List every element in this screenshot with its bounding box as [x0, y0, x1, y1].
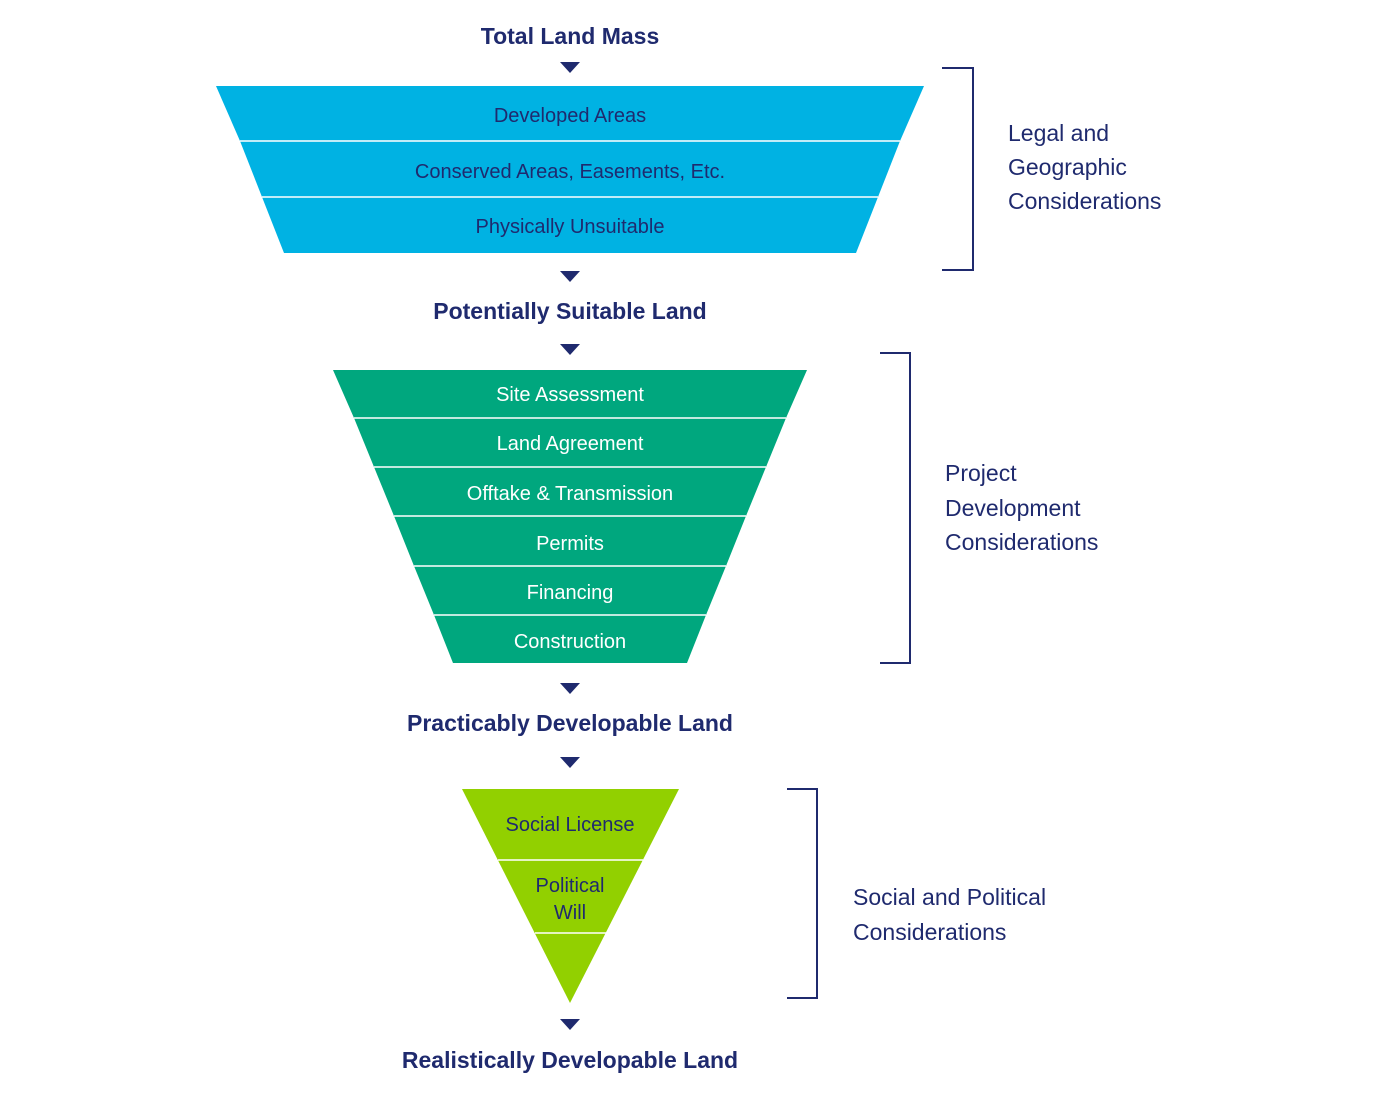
funnel-band-permits — [394, 516, 746, 566]
band-label-permits: Permits — [536, 533, 604, 555]
stage-realistically-developable-land: Realistically Developable Land — [402, 1047, 738, 1073]
funnel-band-financing — [414, 566, 726, 615]
legal-geographic-funnel: Developed Areas Conserved Areas, Easemen… — [216, 86, 924, 253]
funnel-band-land-agreement — [354, 418, 786, 467]
group-label-project-line1: Project — [945, 460, 1017, 486]
funnel-band-offtake-transmission — [374, 467, 766, 516]
band-label-offtake-transmission: Offtake & Transmission — [467, 483, 673, 505]
group-label-social-line1: Social and Political — [853, 884, 1046, 910]
funnel-band-developed-areas — [216, 86, 924, 141]
social-political-bracket — [787, 788, 818, 999]
legal-geographic-bracket — [942, 67, 974, 271]
group-label-project-line2: Development — [945, 495, 1081, 521]
stage-potentially-suitable-land: Potentially Suitable Land — [433, 298, 706, 324]
band-label-will: Will — [554, 902, 586, 924]
group-label-project-line3: Considerations — [945, 529, 1098, 555]
down-arrow-icon — [560, 683, 580, 694]
band-label-developed-areas: Developed Areas — [494, 105, 646, 127]
funnel-band-conserved-areas — [240, 141, 900, 197]
down-arrow-icon — [560, 271, 580, 282]
project-development-funnel: Site Assessment Land Agreement Offtake &… — [333, 370, 807, 663]
band-label-physically-unsuitable: Physically Unsuitable — [476, 216, 665, 238]
group-label-social-line2: Considerations — [853, 919, 1006, 945]
down-arrow-icon — [560, 1019, 580, 1030]
band-label-construction: Construction — [514, 631, 626, 653]
band-label-financing: Financing — [527, 582, 614, 604]
group-label-legal-line3: Considerations — [1008, 188, 1161, 214]
stage-practicably-developable-land: Practicably Developable Land — [407, 710, 733, 736]
funnel-triangle-social-political — [462, 789, 679, 1003]
band-label-site-assessment: Site Assessment — [496, 384, 644, 406]
social-political-funnel: Social License Political Will — [462, 789, 679, 1003]
stage-total-land-mass: Total Land Mass — [481, 23, 660, 49]
project-development-bracket — [880, 352, 911, 664]
group-label-legal-line1: Legal and — [1008, 120, 1109, 146]
band-label-political: Political — [536, 875, 605, 897]
down-arrow-icon — [560, 757, 580, 768]
down-arrow-icon — [560, 344, 580, 355]
band-label-social-license: Social License — [506, 814, 635, 836]
funnel-band-site-assessment — [333, 370, 807, 418]
band-label-conserved-areas: Conserved Areas, Easements, Etc. — [415, 161, 725, 183]
band-label-land-agreement: Land Agreement — [497, 433, 644, 455]
down-arrow-icon — [560, 62, 580, 73]
funnel-band-construction — [434, 615, 706, 663]
group-label-legal-line2: Geographic — [1008, 154, 1127, 180]
funnel-band-physically-unsuitable — [262, 197, 878, 253]
